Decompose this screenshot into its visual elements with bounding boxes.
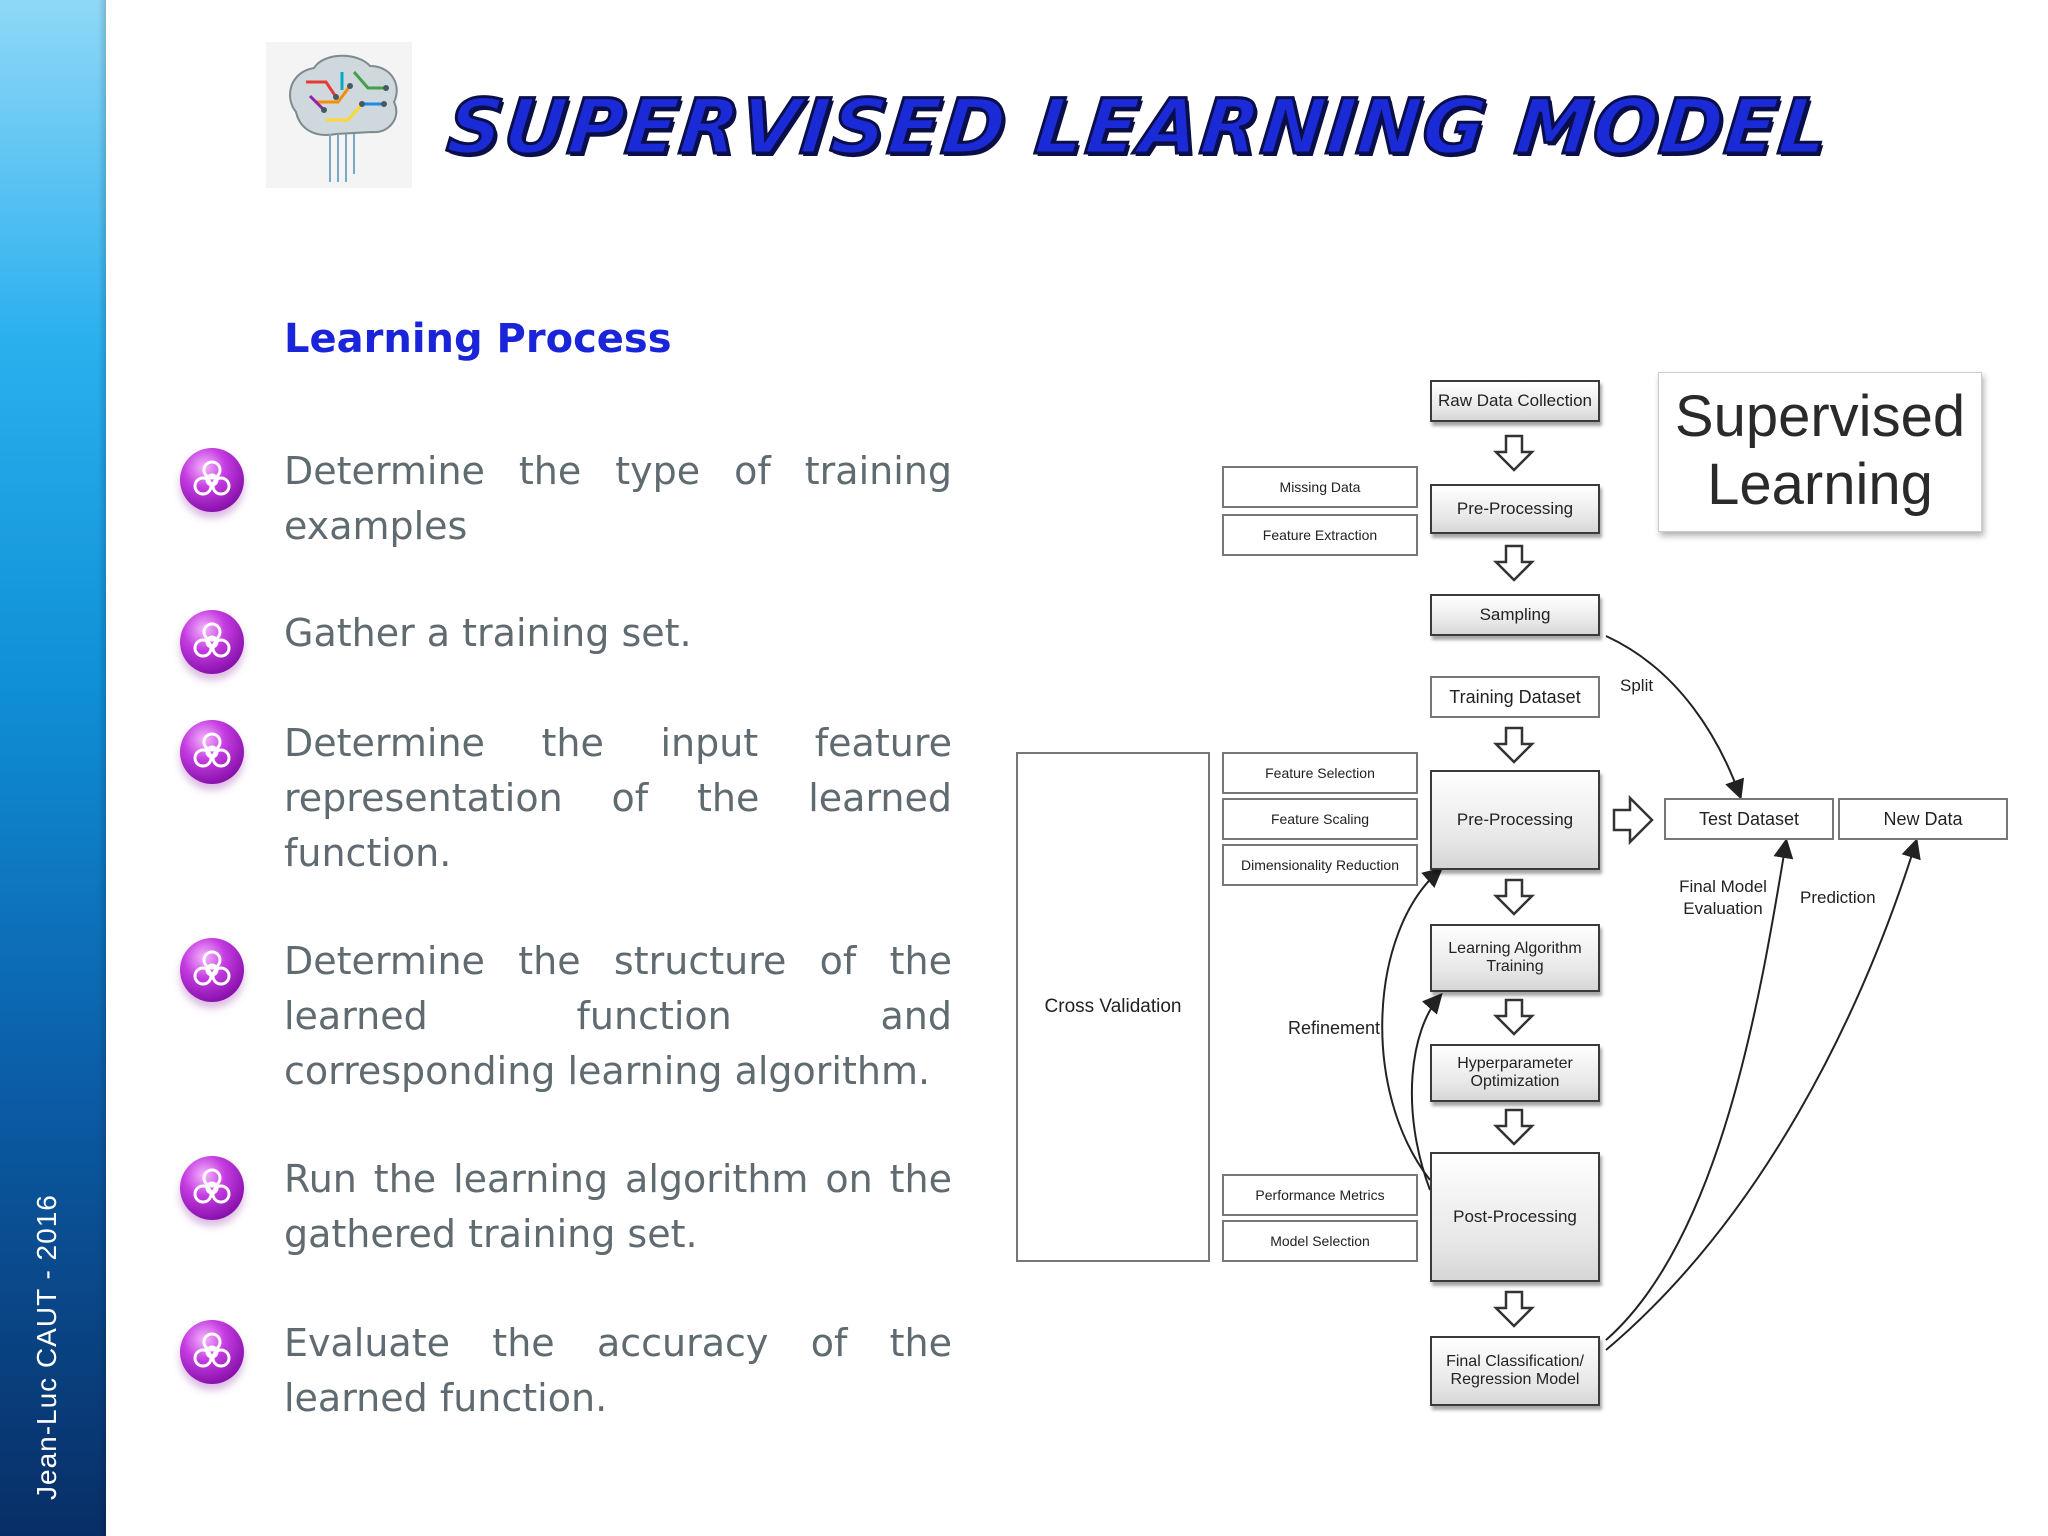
biohazard-icon bbox=[180, 720, 244, 784]
model-selection-box: Model Selection bbox=[1222, 1220, 1418, 1262]
final-model-line-2: Regression Model bbox=[1450, 1371, 1580, 1388]
section-heading: Learning Process bbox=[284, 316, 672, 362]
cross-validation-box: Cross Validation bbox=[1016, 752, 1210, 1262]
supervised-learning-badge: Supervised Learning bbox=[1658, 372, 1982, 532]
biohazard-icon bbox=[180, 448, 244, 512]
learning-algorithm-line-1: Learning Algorithm bbox=[1448, 939, 1582, 957]
final-model-line-1: Final Classification/ bbox=[1446, 1352, 1584, 1370]
bullet-text: Gather a training set. bbox=[284, 611, 692, 655]
sampling-box: Sampling bbox=[1430, 594, 1600, 636]
biohazard-icon bbox=[180, 1320, 244, 1384]
final-model-evaluation-line-2: Evaluation bbox=[1683, 899, 1763, 918]
learning-algorithm-line-2: Training bbox=[1486, 958, 1544, 975]
prediction-label: Prediction bbox=[1800, 888, 1876, 907]
bullet-text: Evaluate the accuracy of the learned fun… bbox=[284, 1321, 952, 1420]
biohazard-icon bbox=[180, 610, 244, 674]
post-processing-box: Post-Processing bbox=[1430, 1152, 1600, 1282]
brain-circuit-logo bbox=[266, 42, 412, 188]
hyperparameter-line-1: Hyperparameter bbox=[1457, 1054, 1573, 1072]
badge-line-2: Learning bbox=[1707, 452, 1933, 517]
final-model-evaluation-line-1: Final Model bbox=[1679, 877, 1767, 896]
hyperparameter-optimization-box: Hyperparameter Optimization bbox=[1430, 1044, 1600, 1102]
learning-algorithm-training-box: Learning Algorithm Training bbox=[1430, 924, 1600, 992]
split-label: Split bbox=[1620, 676, 1654, 695]
biohazard-icon bbox=[180, 1156, 244, 1220]
feature-scaling-box: Feature Scaling bbox=[1222, 798, 1418, 840]
final-model-evaluation-label: Final Model Evaluation bbox=[1668, 876, 1778, 920]
side-band bbox=[0, 0, 106, 1536]
badge-line-1: Supervised bbox=[1674, 384, 1966, 449]
raw-data-collection-box: Raw Data Collection bbox=[1430, 380, 1600, 422]
feature-selection-box: Feature Selection bbox=[1222, 752, 1418, 794]
bullet-text: Determine the structure of the learned f… bbox=[284, 939, 952, 1093]
feature-extraction-box: Feature Extraction bbox=[1222, 514, 1418, 556]
bullet-text: Determine the input feature representati… bbox=[284, 721, 952, 875]
missing-data-box: Missing Data bbox=[1222, 466, 1418, 508]
new-data-box: New Data bbox=[1838, 798, 2008, 840]
refinement-label: Refinement bbox=[1288, 1018, 1381, 1038]
pre-processing-box-1: Pre-Processing bbox=[1430, 484, 1600, 534]
training-dataset-box: Training Dataset bbox=[1430, 676, 1600, 718]
bullet-text: Run the learning algorithm on the gather… bbox=[284, 1157, 952, 1256]
performance-metrics-box: Performance Metrics bbox=[1222, 1174, 1418, 1216]
biohazard-icon bbox=[180, 938, 244, 1002]
hyperparameter-line-2: Optimization bbox=[1470, 1073, 1560, 1090]
bullet-text: Determine the type of training examples bbox=[284, 449, 952, 548]
test-dataset-box: Test Dataset bbox=[1664, 798, 1834, 840]
pre-processing-box-2: Pre-Processing bbox=[1430, 770, 1600, 870]
dimensionality-reduction-box: Dimensionality Reduction bbox=[1222, 844, 1418, 886]
final-model-box: Final Classification/ Regression Model bbox=[1430, 1336, 1600, 1406]
